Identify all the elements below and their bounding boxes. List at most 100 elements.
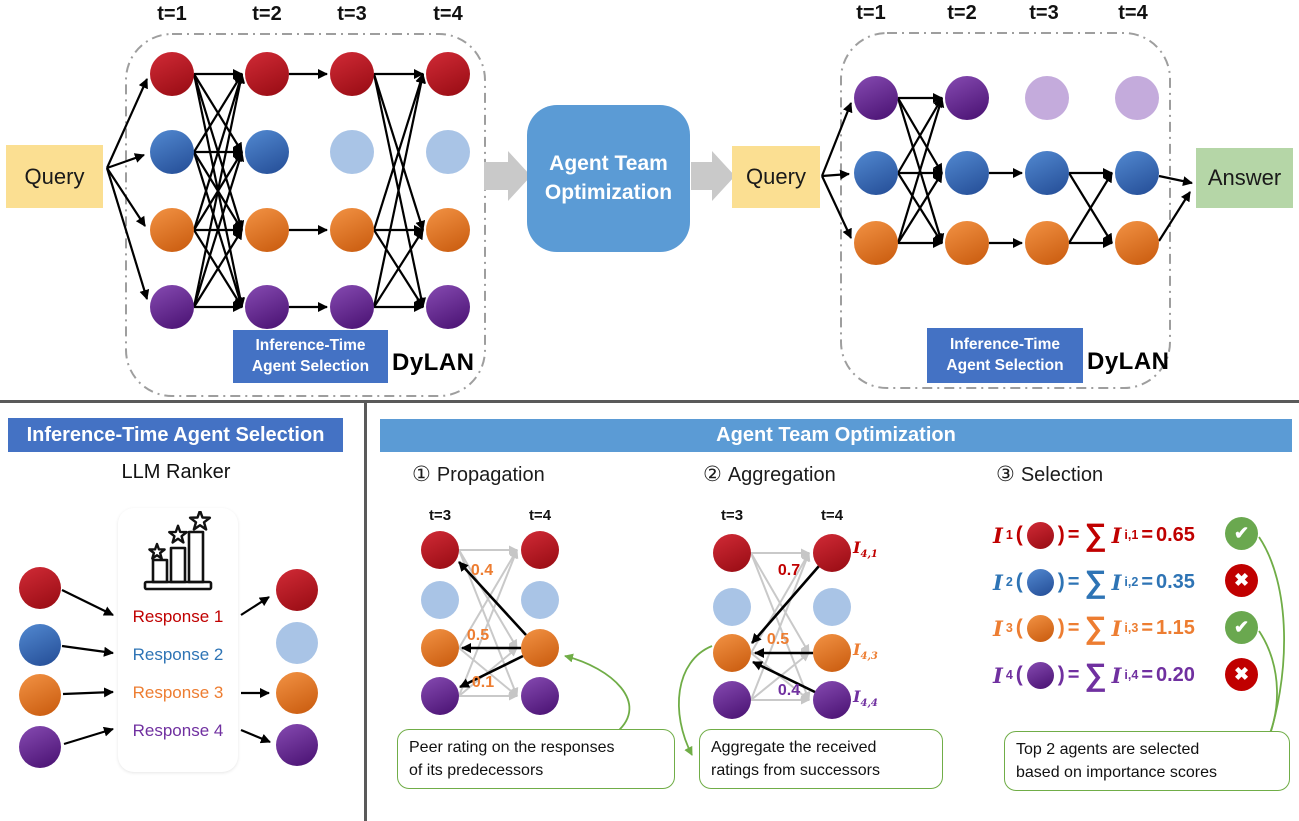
prop-t4-label: t=4	[528, 507, 552, 524]
agent-node	[245, 130, 289, 174]
agent-node	[1115, 151, 1159, 195]
box-line-2: Agent Selection	[251, 357, 370, 375]
rating-weight: 0.4	[470, 562, 494, 579]
box-line-1: Inference-Time	[255, 337, 366, 355]
query-label: Query	[746, 164, 806, 189]
right-network-border	[840, 32, 1171, 389]
agent-node	[713, 681, 751, 719]
rating-weight: 0.1	[471, 674, 495, 691]
agent-node	[330, 52, 374, 96]
agent-node-deselected	[1025, 76, 1069, 120]
agent-node-deselected	[421, 581, 459, 619]
selection-callout: Top 2 agents are selected based on impor…	[1004, 731, 1290, 792]
agent-node-deselected	[713, 588, 751, 626]
callout-line: Aggregate the received	[711, 739, 877, 756]
propagation-callout: Peer rating on the responses of its pred…	[397, 729, 675, 790]
bottom-left-header: Inference-Time Agent Selection	[8, 418, 343, 452]
step-2-label: Aggregation	[727, 464, 836, 486]
importance-label-i41: I4,1	[853, 538, 878, 561]
agent-node	[245, 52, 289, 96]
agent-node	[1025, 221, 1069, 265]
agent-node	[854, 221, 898, 265]
response-3-label: Response 3	[132, 683, 224, 702]
agent-node	[854, 151, 898, 195]
agent-node	[426, 285, 470, 329]
agent-dot-orange	[1026, 614, 1054, 642]
query-label: Query	[24, 163, 85, 189]
time-label-t1-right: t=1	[856, 2, 886, 24]
step-3-badge: ③	[996, 463, 1015, 486]
aggregation-callout-arrow	[678, 645, 713, 756]
ato-line-2: Optimization	[544, 180, 673, 204]
agent-dot-purple	[1026, 661, 1054, 689]
aggregation-callout: Aggregate the received ratings from succ…	[699, 729, 943, 790]
agent-node	[945, 151, 989, 195]
rating-weight: 0.5	[766, 631, 790, 648]
agent-node	[713, 634, 751, 672]
bottom-arrows-canvas	[61, 536, 1285, 756]
time-label-t1-left: t=1	[157, 3, 187, 25]
inference-time-selection-box-right: Inference-Time Agent Selection	[927, 328, 1083, 383]
ranker-card	[118, 508, 238, 772]
rating-weight: 0.7	[777, 562, 801, 579]
dylan-label-right: DyLAN	[1087, 348, 1170, 375]
agent-node	[521, 677, 559, 715]
step-2-badge: ②	[703, 463, 722, 486]
agent-node	[245, 285, 289, 329]
agent-node	[276, 672, 318, 714]
inference-time-selection-box-left: Inference-Time Agent Selection	[233, 330, 388, 383]
prop-t3-label: t=3	[428, 507, 452, 524]
propagation-rating-arrows	[458, 561, 527, 689]
ranker-input-arrows	[61, 589, 114, 746]
llm-ranker-title: LLM Ranker	[121, 461, 231, 483]
time-label-t3-left: t=3	[337, 3, 367, 25]
agent-node	[150, 208, 194, 252]
left-network-edges	[105, 69, 427, 312]
agent-node	[19, 674, 61, 716]
agent-node	[1115, 221, 1159, 265]
time-label-t2-right: t=2	[947, 2, 977, 24]
box-line-1: Inference-Time	[950, 336, 1060, 354]
agent-node	[19, 567, 61, 609]
answer-box: Answer	[1196, 148, 1293, 208]
agent-node	[421, 629, 459, 667]
agent-node	[421, 531, 459, 569]
callout-line: Top 2 agents are selected	[1016, 741, 1200, 758]
agent-node-deselected	[426, 130, 470, 174]
top-networks-canvas	[105, 32, 1193, 397]
agent-dot-blue	[1026, 568, 1054, 596]
agent-node	[945, 76, 989, 120]
callout-line: of its predecessors	[409, 762, 544, 780]
propagation-callout-arrow	[564, 653, 631, 733]
time-label-t3-right: t=3	[1029, 2, 1059, 24]
ranker-output-arrows	[240, 596, 271, 744]
right-network-edges	[820, 93, 1193, 248]
agent-node	[19, 726, 61, 768]
importance-label-i44: I4,4	[853, 687, 878, 710]
aggregation-rating-arrows	[751, 565, 820, 696]
query-box-right: Query	[732, 146, 820, 208]
agent-node-deselected	[330, 130, 374, 174]
agent-node	[426, 52, 470, 96]
agent-node	[421, 677, 459, 715]
agent-node	[426, 208, 470, 252]
bottom-right-header-label: Agent Team Optimization	[716, 424, 956, 446]
vertical-divider	[364, 403, 367, 821]
horizontal-divider	[0, 400, 1299, 403]
rating-weight: 0.4	[777, 682, 801, 699]
step-1-label: Propagation	[436, 464, 545, 486]
box-line-2: Agent Selection	[946, 356, 1064, 374]
bottom-right-header: Agent Team Optimization	[380, 419, 1292, 452]
rating-weight: 0.5	[466, 627, 490, 644]
dylan-label-left: DyLAN	[392, 349, 475, 376]
time-label-t2-left: t=2	[252, 3, 282, 25]
step-3-label: Selection	[1020, 464, 1104, 486]
cross-icon: ✖	[1225, 658, 1258, 691]
agent-node	[330, 285, 374, 329]
agent-node	[245, 208, 289, 252]
time-label-t4-right: t=4	[1118, 2, 1148, 24]
